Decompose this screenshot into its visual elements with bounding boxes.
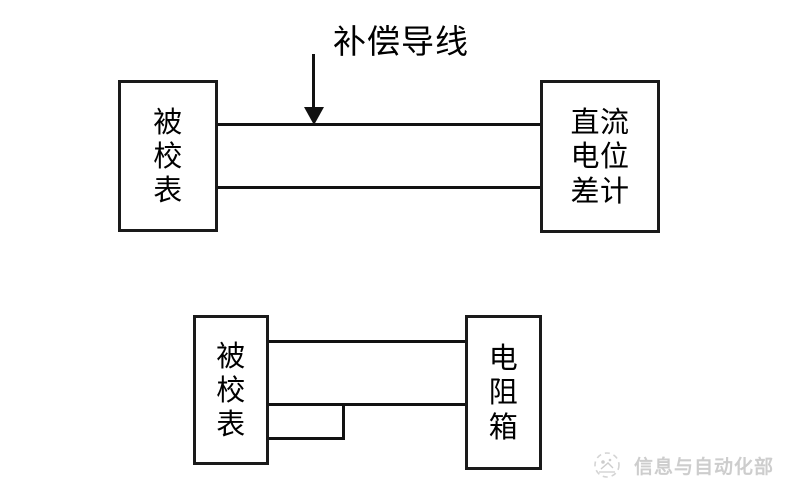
bottom-wire-upper — [267, 340, 467, 343]
bottom-wire-lower-stub — [267, 437, 345, 440]
top-right-box-dc-potentiometer: 直流 电位 差计 — [540, 80, 660, 233]
compensation-wire-label: 补偿导线 — [333, 22, 469, 61]
box-char: 被 — [216, 338, 246, 373]
watermark: 信息与自动化部 — [592, 450, 774, 480]
box-char: 校 — [153, 138, 183, 173]
circular-emblem-logo-icon — [592, 450, 622, 480]
box-char: 阻 — [488, 375, 519, 410]
bottom-wire-vertical-jumper — [342, 403, 345, 440]
top-wire-lower — [216, 186, 542, 189]
bottom-wire-middle — [267, 403, 467, 406]
top-wire-upper — [216, 123, 542, 126]
annotation-arrow-shaft — [312, 54, 315, 109]
box-char: 表 — [153, 173, 183, 208]
box-char: 箱 — [488, 409, 519, 444]
bottom-right-box-resistance-box: 电 阻 箱 — [465, 315, 542, 470]
box-char: 表 — [216, 407, 246, 442]
box-char: 校 — [216, 372, 246, 407]
bottom-left-box-instrument-under-test: 被 校 表 — [193, 315, 269, 465]
box-char: 电 — [488, 341, 519, 376]
box-char: 被 — [153, 104, 183, 139]
box-char: 直流 — [570, 105, 630, 140]
watermark-text: 信息与自动化部 — [634, 455, 775, 478]
annotation-arrow-head-icon — [304, 107, 324, 125]
box-char: 差计 — [570, 173, 630, 208]
box-char: 电位 — [570, 139, 630, 174]
top-left-box-instrument-under-test: 被 校 表 — [118, 80, 218, 232]
